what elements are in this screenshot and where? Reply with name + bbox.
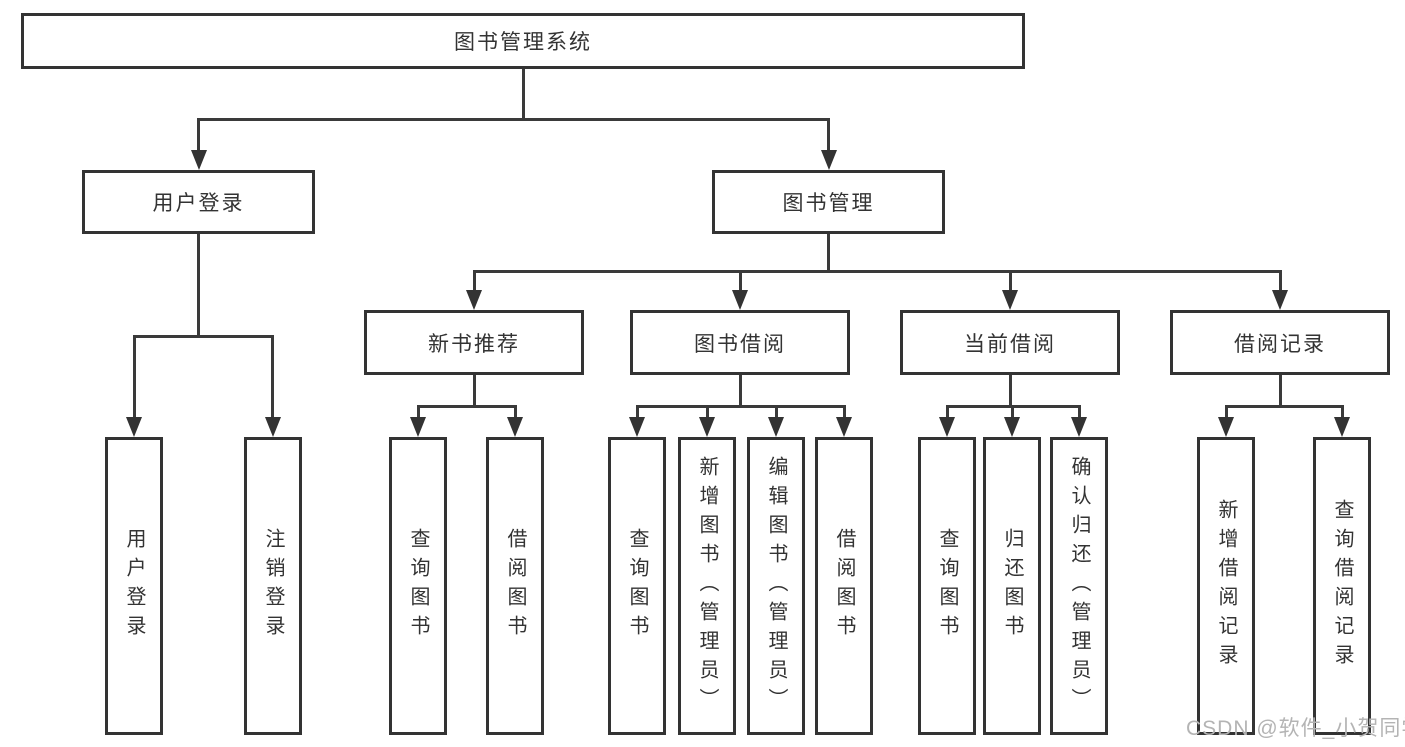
arrowhead-icon — [820, 150, 837, 170]
leaf-newbooks-query: 查询图书 — [389, 437, 447, 735]
arrowhead-icon — [1002, 290, 1018, 310]
arrowhead-icon — [768, 417, 784, 437]
connector-line — [1077, 405, 1081, 419]
leaf-logout-label: 注销登录 — [262, 528, 284, 644]
connector-line — [945, 405, 949, 419]
leaf-current-return: 归还图书 — [983, 437, 1041, 735]
connector-line — [1340, 405, 1344, 419]
connector-line — [1224, 405, 1344, 408]
node-book-borrowing-label: 图书借阅 — [694, 332, 786, 356]
arrowhead-icon — [126, 417, 142, 437]
arrowhead-icon — [939, 417, 955, 437]
arrowhead-icon — [1272, 290, 1288, 310]
connector-line — [472, 270, 1282, 273]
connector-line — [416, 405, 420, 419]
connector-line — [197, 118, 830, 121]
node-borrow-records-label: 借阅记录 — [1234, 332, 1326, 356]
arrowhead-icon — [699, 417, 715, 437]
leaf-borrowing-add-label: 新增图书（管理员） — [696, 455, 718, 717]
connector-line — [472, 270, 476, 292]
node-borrow-records: 借阅记录 — [1170, 310, 1390, 375]
node-book-management-label: 图书管理 — [782, 192, 875, 215]
connector-line — [1224, 405, 1228, 419]
node-book-management: 图书管理 — [712, 170, 945, 234]
arrowhead-icon — [629, 417, 645, 437]
watermark: CSDN @软件_小贺同学 — [1186, 717, 1405, 740]
connector-line — [416, 405, 517, 408]
leaf-borrowing-edit: 编辑图书（管理员） — [747, 437, 805, 735]
leaf-user-login-label: 用户登录 — [123, 528, 145, 644]
leaf-borrowing-edit-label: 编辑图书（管理员） — [765, 455, 787, 717]
connector-line — [521, 68, 525, 120]
arrowhead-icon — [836, 417, 852, 437]
connector-line — [738, 375, 742, 407]
connector-line — [827, 118, 830, 152]
node-root-label: 图书管理系统 — [454, 31, 592, 54]
connector-line — [635, 405, 846, 408]
leaf-current-return-label: 归还图书 — [1001, 528, 1023, 644]
arrowhead-icon — [190, 150, 207, 170]
node-root: 图书管理系统 — [21, 13, 1025, 69]
connector-line — [774, 405, 778, 419]
leaf-records-add: 新增借阅记录 — [1197, 437, 1255, 735]
node-current-borrowing: 当前借阅 — [900, 310, 1120, 375]
leaf-newbooks-query-label: 查询图书 — [407, 528, 429, 644]
connector-line — [132, 335, 274, 338]
arrowhead-icon — [466, 290, 482, 310]
leaf-records-query-label: 查询借阅记录 — [1331, 499, 1353, 673]
leaf-newbooks-borrow-label: 借阅图书 — [504, 528, 526, 644]
connector-line — [132, 335, 136, 419]
node-new-book-recommend-label: 新书推荐 — [428, 332, 520, 356]
arrowhead-icon — [1071, 417, 1087, 437]
leaf-current-query-label: 查询图书 — [936, 528, 958, 644]
leaf-current-confirm-return: 确认归还（管理员） — [1050, 437, 1108, 735]
connector-line — [635, 405, 639, 419]
leaf-logout: 注销登录 — [244, 437, 302, 735]
arrowhead-icon — [732, 290, 748, 310]
leaf-user-login: 用户登录 — [105, 437, 163, 735]
arrowhead-icon — [410, 417, 426, 437]
arrowhead-icon — [1004, 417, 1020, 437]
connector-line — [197, 118, 200, 152]
leaf-borrowing-query-label: 查询图书 — [626, 528, 648, 644]
leaf-borrowing-borrow-label: 借阅图书 — [833, 528, 855, 644]
connector-line — [197, 233, 200, 337]
connector-line — [271, 335, 274, 419]
node-current-borrowing-label: 当前借阅 — [964, 332, 1056, 356]
connector-line — [1278, 375, 1282, 407]
leaf-current-confirm-return-label: 确认归还（管理员） — [1068, 455, 1090, 717]
leaf-current-query: 查询图书 — [918, 437, 976, 735]
node-user-login-label: 用户登录 — [152, 192, 245, 215]
leaf-borrowing-add: 新增图书（管理员） — [678, 437, 736, 735]
leaf-records-add-label: 新增借阅记录 — [1215, 499, 1237, 673]
leaf-newbooks-borrow: 借阅图书 — [486, 437, 544, 735]
arrowhead-icon — [1334, 417, 1350, 437]
connector-line — [1010, 405, 1014, 419]
connector-line — [827, 233, 830, 272]
leaf-records-query: 查询借阅记录 — [1313, 437, 1371, 735]
node-book-borrowing: 图书借阅 — [630, 310, 850, 375]
connector-line — [1278, 270, 1282, 292]
connector-line — [738, 270, 742, 292]
node-user-login: 用户登录 — [82, 170, 315, 234]
node-new-book-recommend: 新书推荐 — [364, 310, 584, 375]
arrowhead-icon — [507, 417, 523, 437]
connector-line — [513, 405, 517, 419]
arrowhead-icon — [264, 417, 281, 437]
connector-line — [705, 405, 709, 419]
leaf-borrowing-query: 查询图书 — [608, 437, 666, 735]
connector-line — [1008, 375, 1012, 407]
connector-line — [472, 375, 476, 407]
arrowhead-icon — [1218, 417, 1234, 437]
connector-line — [842, 405, 846, 419]
leaf-borrowing-borrow: 借阅图书 — [815, 437, 873, 735]
connector-line — [1008, 270, 1012, 292]
